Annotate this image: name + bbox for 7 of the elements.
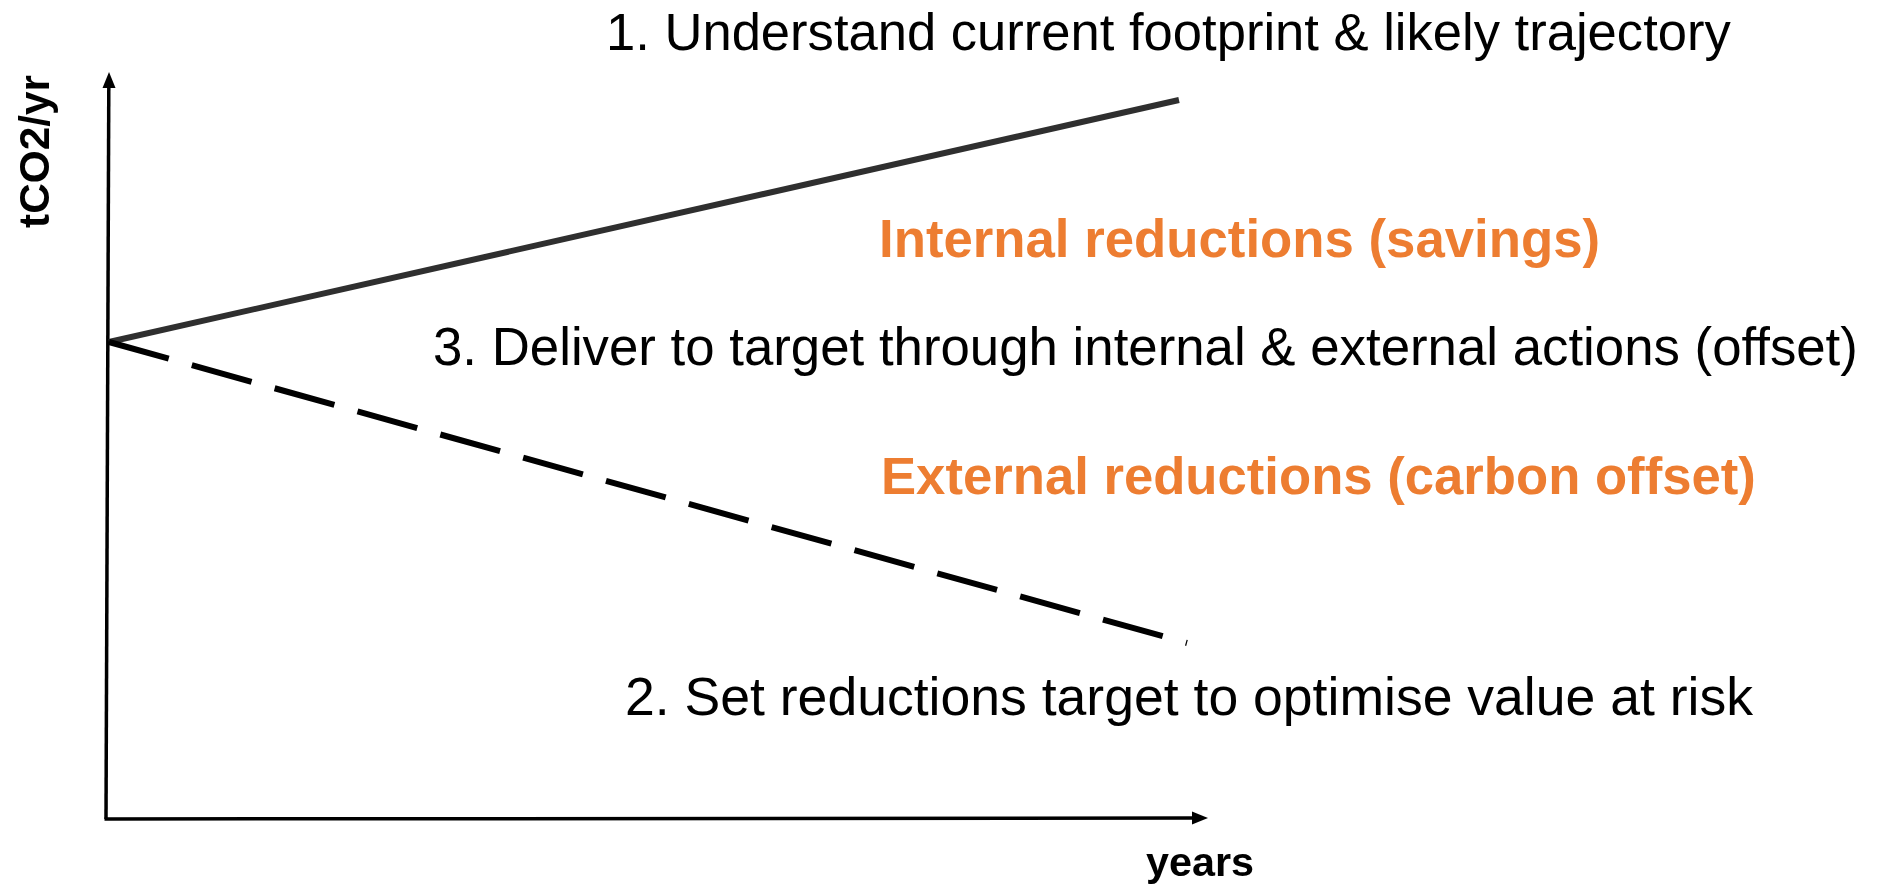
step-text: 1. Understand current footprint & likely trajectory <box>606 1 1731 63</box>
step-text: 3. Deliver to target through internal & external actions (offset) <box>433 317 1858 379</box>
step-text: 2. Set reductions target to optimise value at risk <box>625 665 1753 728</box>
annotation: Internal reductions (savings) <box>879 208 1601 270</box>
axis-label: tCO2/yr <box>11 75 59 228</box>
axis-label: years <box>1146 839 1254 887</box>
annotation: External reductions (carbon offset) <box>881 445 1756 507</box>
